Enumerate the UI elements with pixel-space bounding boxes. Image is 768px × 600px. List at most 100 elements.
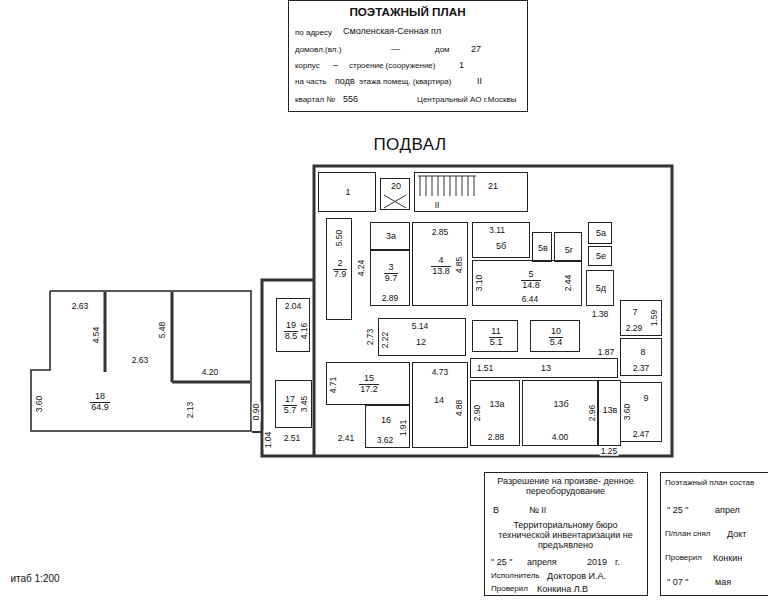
stamp-text: –: [333, 61, 338, 71]
stamp-text: на часть: [295, 78, 327, 87]
room-area: 14.8: [521, 280, 541, 291]
stamp-text: Проверил: [665, 554, 702, 563]
stamp-text: мая: [715, 578, 731, 588]
room-number: 5в: [537, 244, 549, 254]
stamp-text: 1: [459, 61, 464, 71]
room-area: 13.8: [431, 266, 451, 277]
stair-treads: [418, 176, 476, 196]
shaft-cross: [384, 195, 406, 208]
room: 5а: [588, 222, 612, 244]
room-number: 18: [90, 392, 110, 402]
dimension-label: 2.90: [473, 404, 482, 423]
stamp-text: Территориальному бюро технической инвент…: [488, 521, 644, 551]
room-number: 13б: [552, 400, 569, 410]
room-number: 4: [431, 256, 451, 266]
dimension-label: 3.62: [376, 436, 395, 445]
dimension-label: 1.04: [264, 431, 273, 450]
room: 13в: [598, 380, 621, 446]
stamp-text: Центральный АО г.Москвы: [417, 96, 517, 105]
stamp-text: Докторов И.А.: [547, 572, 606, 582]
dimension-label: 4.85: [455, 256, 464, 275]
room-number: 13в: [602, 406, 619, 416]
stamp-text: П/план снял: [665, 530, 710, 539]
dimension-label: 2.63: [71, 302, 90, 311]
stamp-text: 556: [343, 95, 358, 105]
dimension-label: 1.51: [476, 364, 495, 373]
outer-wall: [262, 166, 672, 456]
dimension-label: 2.51: [283, 434, 302, 443]
room-area: 8.5: [284, 331, 299, 342]
room-number: 8: [639, 348, 646, 358]
plan-title: ПОДВАЛ: [373, 135, 446, 155]
stamp-text: Конкина Л.В: [537, 585, 588, 595]
title-block: Разрешение на произве- денное переоборуд…: [484, 472, 648, 596]
room-area: 17.2: [359, 384, 379, 395]
dimension-label: 2.37: [632, 364, 651, 373]
room-number: 5е: [595, 252, 607, 262]
dimension-label: 2.96: [588, 404, 597, 423]
section-mark: II: [434, 201, 441, 210]
room-number: 5г: [564, 246, 574, 256]
room-number: 5а: [595, 229, 607, 239]
dimension-label: 3.60: [623, 403, 632, 422]
dimension-label: 1.59: [650, 309, 659, 328]
room-number: 13а: [488, 400, 505, 410]
stamp-text: II: [477, 77, 482, 87]
dimension-label: 4.00: [551, 433, 570, 442]
dimension-label: 2.13: [186, 401, 195, 420]
stamp-text: Исполнитель: [491, 572, 540, 581]
title-block: ПОЭТАЖНЫЙ ПЛАНпо адресуСмоленская-Сенная…: [288, 0, 528, 112]
dimension-label: 2.22: [381, 331, 390, 350]
dimension-label: 5.14: [411, 322, 430, 331]
stamp-text: корпус: [295, 62, 320, 71]
stamp-text: Докт: [727, 530, 746, 540]
dimension-label: 2.88: [487, 433, 506, 442]
dimension-label: 2.89: [381, 294, 400, 303]
room: 5г: [554, 232, 582, 262]
stamp-text: —: [391, 45, 400, 55]
stamp-text: по адресу: [295, 29, 332, 38]
room-area: 5.4: [549, 337, 564, 348]
room: 21: [414, 172, 528, 212]
inner-wall: [105, 292, 250, 382]
room: 5д: [586, 270, 614, 306]
stamp-text: апреля: [527, 558, 557, 568]
room-number: 11: [489, 327, 504, 337]
dimension-label: 2.04: [284, 302, 303, 311]
room-number: 3а: [385, 232, 397, 242]
stamp-text: Смоленская-Сенная пл: [343, 27, 441, 37]
stamp-text: г.: [615, 558, 620, 568]
room-number: 12: [415, 338, 427, 348]
stamp-text: " 25 ": [491, 558, 512, 568]
dimension-label: 6.44: [521, 295, 540, 304]
dimension-label: 3.10: [475, 274, 484, 293]
stamp-text: " 25 ": [667, 506, 688, 516]
room-area: 7.9: [333, 269, 348, 280]
dimension-label: 1.91: [399, 419, 408, 438]
room-number: 5д: [595, 284, 607, 294]
room-area: 64.9: [90, 402, 110, 413]
stamp-text: домовл.(вл.): [295, 46, 341, 55]
dimension-label: 3.60: [35, 395, 44, 414]
stamp-text: дом: [435, 46, 450, 55]
stamp-text: строение (сооружение): [349, 62, 435, 71]
dimension-label: 4.20: [201, 368, 220, 377]
title-block: Поэтажный план состав" 25 "апрелП/план с…: [660, 472, 768, 596]
dimension-label: 4.73: [431, 368, 450, 377]
stamp-text: Поэтажный план состав: [665, 479, 754, 488]
room-number: 7: [631, 308, 638, 318]
dimension-label: 4.88: [455, 399, 464, 418]
room-number: 19: [284, 321, 299, 331]
dimension-label: 2.47: [632, 430, 651, 439]
dimension-label: 4.24: [357, 259, 366, 278]
dimension-label: 4.71: [329, 376, 338, 395]
room-number: 20: [390, 182, 402, 192]
dimension-label: 2.63: [131, 356, 150, 365]
dimension-label: 4.16: [300, 322, 309, 341]
dimension-label: 3.11: [488, 226, 506, 235]
room: 1517.2: [326, 362, 410, 405]
room: 115.1: [472, 320, 518, 352]
dimension-label: 4.54: [92, 326, 101, 345]
dimension-label: 2.85: [431, 228, 450, 237]
dimension-label: 2.29: [625, 324, 644, 333]
